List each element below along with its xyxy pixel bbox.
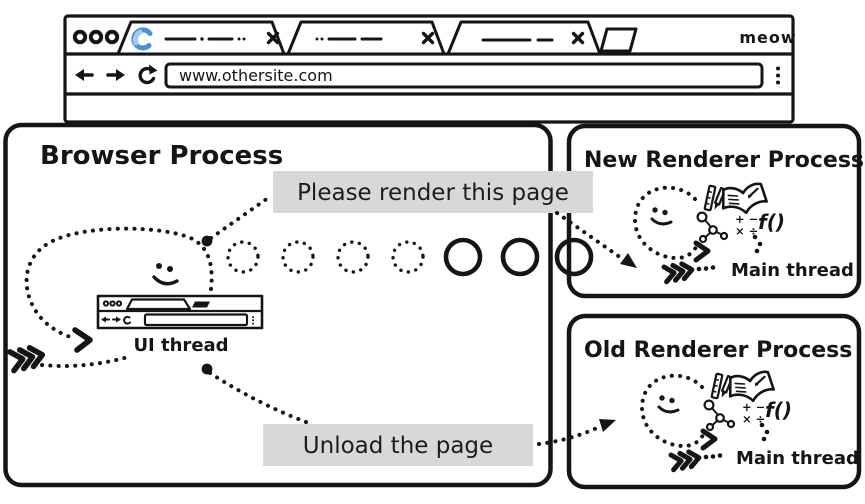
ipc-circle-dotted [226, 240, 260, 274]
render-message-label-bg [273, 171, 593, 213]
browser-tab-3 [446, 20, 602, 56]
browser-process-title: Browser Process [40, 141, 283, 171]
reload-icon [138, 64, 158, 85]
browser-tab-1 [116, 20, 286, 56]
loop-arrowhead-icon [700, 428, 718, 451]
mini-browser-icon [96, 294, 264, 330]
book-icon [721, 182, 768, 215]
math-icon: × ÷ [742, 412, 765, 426]
ipc-circle-solid [443, 237, 483, 277]
old-renderer-process-title: Old Renderer Process [584, 338, 852, 363]
arrowhead-icon [599, 419, 616, 432]
old-main-thread-label: Main thread [736, 448, 859, 469]
render-message-text: Please render this page [297, 180, 569, 206]
ipc-circle-dotted [391, 240, 425, 274]
ui-thread-character: UI thread [7, 226, 264, 374]
book-icon [728, 370, 775, 403]
forward-arrow-icon [106, 69, 125, 81]
renderer-character-new: + − × ÷ f() [633, 182, 785, 285]
new-main-thread-label: Main thread [731, 260, 854, 281]
function-icon: f() [765, 398, 792, 422]
dom-tree-icon [703, 399, 736, 432]
smiley-face-icon [650, 207, 673, 226]
smiley-face-icon [152, 263, 179, 286]
dom-tree-icon [696, 211, 729, 244]
new-tab-button-icon [599, 27, 638, 53]
motion-trail [40, 355, 130, 368]
ui-thread-label: UI thread [133, 335, 228, 356]
browser-window: meow www.othersite.com [63, 14, 796, 124]
unload-message-callout: Unload the page [201, 363, 616, 466]
browser-tab-2 [286, 20, 446, 56]
ruler-pencil-icon [710, 372, 734, 400]
unload-message-label-bg [263, 424, 533, 466]
browser-process-box [3, 122, 553, 488]
math-icon: + − [742, 400, 765, 414]
ipc-circle-solid [500, 237, 540, 277]
function-icon: f() [758, 210, 785, 234]
speed-chevrons-icon [7, 345, 46, 374]
math-icon: + − [735, 212, 758, 226]
window-traffic-lights-icon [72, 29, 120, 45]
loop-arrowhead-icon [72, 327, 93, 353]
address-bar [164, 62, 764, 89]
window-brand-label: meow [739, 28, 796, 47]
speed-chevrons-icon [661, 261, 695, 285]
arrowhead-icon [620, 253, 637, 268]
back-arrow-icon [75, 69, 94, 81]
old-renderer-process-box [566, 313, 862, 490]
math-icon: × ÷ [735, 224, 758, 238]
ipc-circle-dotted [281, 240, 315, 274]
nav-bar: www.othersite.com [63, 62, 795, 96]
render-message-callout: Please render this page [201, 171, 637, 268]
ipc-circle-solid [554, 237, 594, 277]
ipc-message-circles [226, 237, 594, 277]
smiley-face-icon [657, 395, 680, 414]
unload-message-text: Unload the page [303, 433, 493, 459]
tab-loading-spinner-icon [131, 27, 153, 51]
renderer-character-old: + − × ÷ f() [640, 370, 792, 473]
tab-close-icon [421, 31, 435, 45]
menu-dots-icon [776, 66, 780, 85]
speed-chevrons-icon [668, 449, 702, 473]
address-url-text: www.othersite.com [179, 66, 333, 85]
ipc-circle-dotted [336, 240, 370, 274]
tab-close-icon [266, 31, 280, 45]
tab-title-squiggle [315, 37, 383, 41]
tab-title-squiggle [164, 37, 246, 41]
loop-arrowhead-icon [693, 240, 711, 263]
new-renderer-process-title: New Renderer Process [584, 148, 864, 173]
tab-close-icon [571, 31, 585, 45]
